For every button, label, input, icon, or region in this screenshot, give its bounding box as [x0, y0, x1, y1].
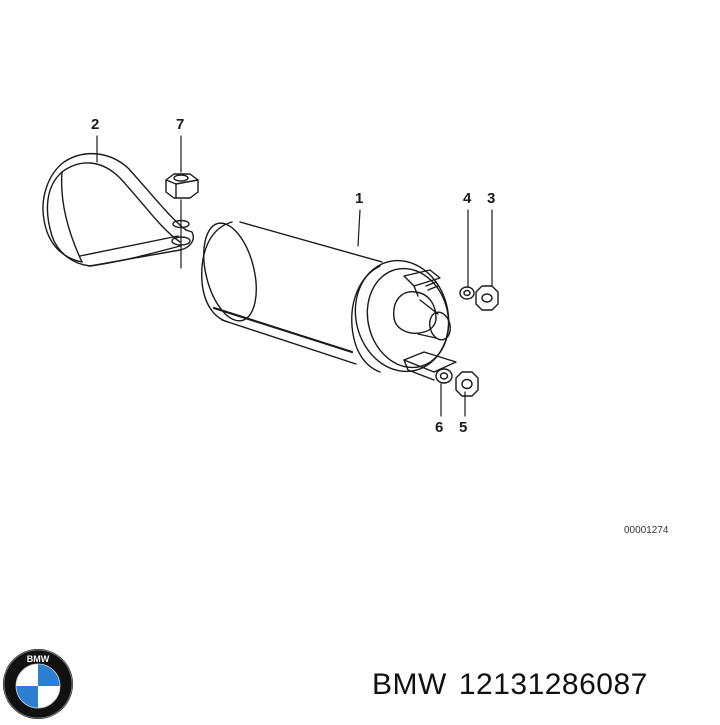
washer-part-6	[435, 368, 453, 384]
callout-6: 6	[435, 419, 444, 436]
callout-2: 2	[91, 116, 100, 133]
brand-name: BMW	[372, 668, 447, 701]
hex-nut-part-3	[475, 285, 499, 311]
callout-5: 5	[459, 419, 468, 436]
callout-3: 3	[487, 190, 496, 207]
callout-7: 7	[176, 116, 185, 133]
callout-4: 4	[463, 190, 472, 207]
hex-nut-part-5	[455, 371, 479, 397]
part-number: 12131286087	[458, 668, 648, 701]
drawing-code: 00001274	[624, 525, 669, 536]
leader-lines	[96, 135, 493, 417]
bmw-roundel-logo: BMW	[3, 649, 73, 719]
logo-lettering: BMW	[27, 654, 50, 664]
callout-1: 1	[355, 190, 364, 207]
hex-nut-part-7	[165, 173, 199, 199]
clamp-strap-part	[42, 152, 194, 267]
washer-part-4	[459, 286, 475, 300]
part-caption: BMW 12131286087	[372, 668, 660, 702]
ignition-coil-part-1	[201, 221, 457, 381]
